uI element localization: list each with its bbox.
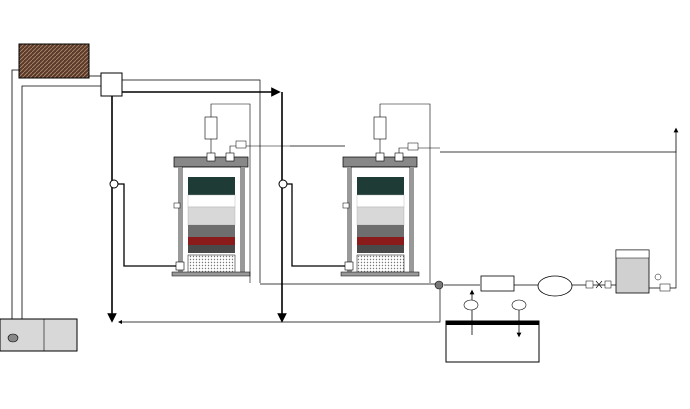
distribution-box <box>100 72 123 97</box>
header-pipe <box>107 79 287 323</box>
pressure-gauge-icon <box>204 116 218 140</box>
media-layer-red <box>188 237 235 245</box>
media-layer-dark <box>357 177 404 195</box>
valve-icon <box>407 142 419 151</box>
effluent-line <box>117 283 480 325</box>
heater-unit <box>18 43 90 79</box>
valve-icon <box>109 179 119 189</box>
collection-tank <box>445 320 540 363</box>
valve-icon <box>463 299 479 311</box>
gravel-layer <box>356 254 405 274</box>
heater-lines <box>11 69 101 330</box>
pressure-gauge-icon <box>373 116 387 140</box>
media-layer-red <box>357 237 404 245</box>
gravel-layer <box>187 254 236 274</box>
valve-icon <box>585 280 603 289</box>
reservoir-tank <box>0 318 78 352</box>
reactor-2 <box>340 103 440 283</box>
valve-icon <box>434 280 444 290</box>
flowmeter-icon <box>480 275 515 292</box>
valve-icon <box>235 140 247 149</box>
valve-icon <box>278 179 288 189</box>
pressure-gauge-icon <box>654 273 662 281</box>
reactor-1 <box>171 103 290 283</box>
gas-outlet-line <box>290 127 679 153</box>
feed-tank <box>615 249 650 294</box>
pump-icon <box>537 275 573 297</box>
valve-icon <box>511 299 527 311</box>
valve-icon <box>659 283 671 292</box>
media-layer-dark <box>188 177 235 195</box>
